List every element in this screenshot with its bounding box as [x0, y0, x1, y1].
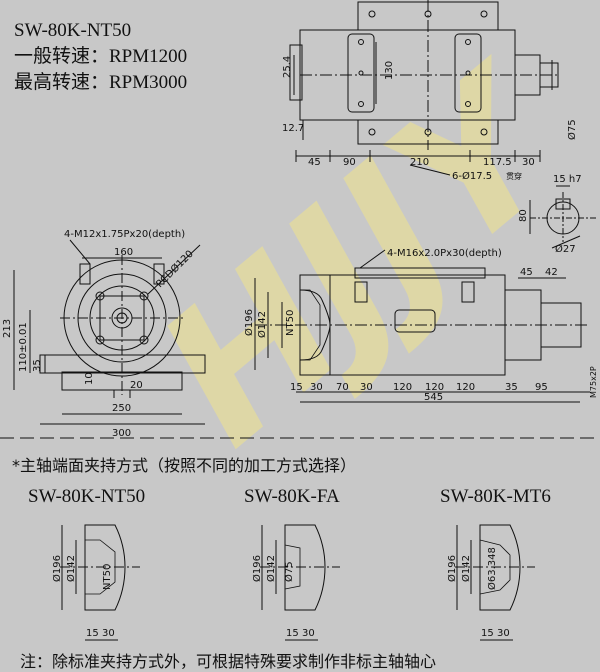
dim-120a: 120 [393, 382, 412, 393]
dim-90: 90 [343, 157, 356, 168]
dim-30-side: 30 [310, 382, 323, 393]
dim-300: 300 [112, 428, 131, 439]
dim-196: Ø196 [243, 309, 255, 336]
dim-110: 110±0.01 [18, 322, 29, 372]
keyway-detail [529, 185, 598, 249]
fa-l1: 15 [286, 628, 299, 639]
side-view [254, 249, 590, 403]
nt50-d1: Ø196 [51, 555, 63, 582]
variant-label-mt6: SW-80K-MT6 [440, 486, 551, 507]
dim-213: 213 [2, 319, 13, 338]
dim-20: 20 [130, 380, 143, 391]
fa-d2: Ø142 [265, 555, 277, 582]
normal-speed: 一般转速：RPM1200 [14, 46, 188, 67]
dim-142: Ø142 [256, 311, 268, 338]
dim-120b: 120 [425, 382, 444, 393]
variant-label-fa: SW-80K-FA [244, 486, 340, 507]
dim-35-side: 35 [505, 382, 518, 393]
section-title: *主轴端面夹持方式（按照不同的加工方式选择） [12, 456, 357, 475]
dim-130: 130 [384, 61, 395, 80]
nt50-d2: Ø142 [65, 555, 77, 582]
dim-35-front: 35 [32, 359, 43, 372]
mt6-d1: Ø196 [446, 555, 458, 582]
nt50-d3: NT50 [102, 564, 113, 590]
variant-mt6 [455, 524, 535, 641]
mt6-d2: Ø142 [460, 555, 472, 582]
dim-250: 250 [112, 403, 131, 414]
nt50-l2: 30 [102, 628, 115, 639]
dim-shaft-75: Ø75 [566, 119, 578, 140]
side-thread-note: 4-M16x2.0Px30(depth) [387, 248, 502, 259]
dim-30: 30 [522, 157, 535, 168]
dim-70: 70 [336, 382, 349, 393]
front-view [13, 239, 206, 425]
dim-10: 10 [84, 372, 95, 385]
mt6-d3: Ø63.348 [486, 547, 498, 590]
mt6-l2: 30 [497, 628, 510, 639]
dim-210: 210 [410, 157, 429, 168]
keyway-d: Ø27 [555, 243, 576, 255]
dim-42: 42 [545, 267, 558, 278]
dim-holes: 6-Ø17.5 [452, 170, 492, 182]
keyway-w: 80 [518, 209, 529, 222]
footer-note: 注：除标准夹持方式外，可根据特殊要求制作非标主轴轴心 [20, 652, 437, 671]
dim-160: 160 [114, 247, 133, 258]
nt50-l1: 15 [86, 628, 99, 639]
dim-25-4: 25.4 [282, 56, 293, 78]
dim-117-5: 117.5 [483, 157, 512, 168]
fa-l2: 30 [302, 628, 315, 639]
dim-95: 95 [535, 382, 548, 393]
variant-nt50 [60, 524, 140, 641]
dim-45: 45 [308, 157, 321, 168]
mt6-l1: 15 [481, 628, 494, 639]
variant-label-nt50: SW-80K-NT50 [28, 486, 146, 507]
dim-thread-m75: M75x2P [589, 366, 598, 398]
max-speed: 最高转速：RPM3000 [14, 72, 188, 93]
fa-d1: Ø196 [251, 555, 263, 582]
dim-15: 15 [290, 382, 303, 393]
holes-note: 贯穿 [506, 171, 522, 181]
dim-30b: 30 [360, 382, 373, 393]
front-bolt-note: 4-M12x1.75Px20(depth) [64, 229, 185, 240]
keyway-h: 15 h7 [553, 174, 582, 185]
variant-fa [260, 524, 340, 641]
top-view [289, 0, 560, 176]
fa-d3: Ø75 [283, 561, 295, 582]
dim-nt50: NT50 [285, 310, 296, 336]
model-title: SW-80K-NT50 [14, 20, 132, 41]
dim-545: 545 [424, 392, 443, 403]
dim-120c: 120 [456, 382, 475, 393]
dim-12-7: 12.7 [282, 123, 304, 134]
dim-45-side: 45 [520, 267, 533, 278]
